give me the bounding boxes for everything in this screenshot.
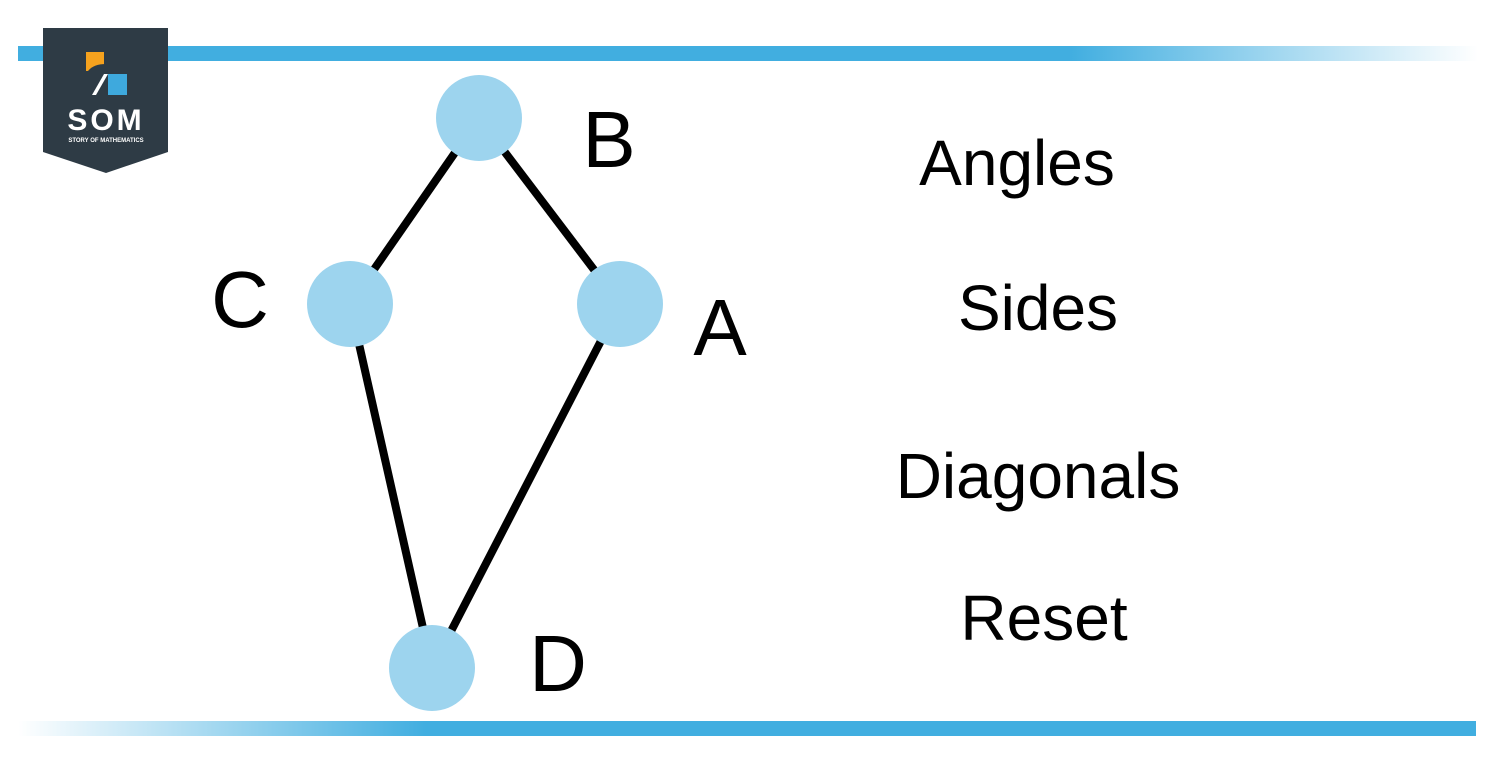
- vertex-d[interactable]: [389, 625, 475, 711]
- logo-name: SOM: [67, 104, 144, 137]
- som-logo-icon: [86, 52, 127, 95]
- diagram-vertices: [307, 75, 663, 711]
- logo-badge-shape: [43, 28, 168, 173]
- top-accent-bar: [18, 46, 1478, 61]
- vertex-label-b: B: [582, 95, 635, 184]
- diagram-vertex-labels: A B C D: [211, 95, 747, 708]
- reset-button[interactable]: Reset: [960, 582, 1127, 654]
- vertex-label-a: A: [693, 283, 747, 372]
- diagonals-button[interactable]: Diagonals: [896, 440, 1181, 512]
- vertex-label-c: C: [211, 255, 269, 344]
- som-logo: SOM STORY OF MATHEMATICS: [43, 28, 168, 173]
- vertex-b[interactable]: [436, 75, 522, 161]
- logo-subtitle: STORY OF MATHEMATICS: [68, 138, 143, 144]
- diagram-edges: [346, 115, 624, 670]
- menu: Angles Sides Diagonals Reset: [896, 127, 1181, 654]
- vertex-a[interactable]: [577, 261, 663, 347]
- edge-ad: [428, 302, 624, 670]
- vertex-label-d: D: [529, 619, 587, 708]
- vertex-c[interactable]: [307, 261, 393, 347]
- bottom-accent-bar: [18, 721, 1476, 736]
- sides-button[interactable]: Sides: [958, 272, 1118, 344]
- edge-cd: [346, 303, 436, 669]
- angles-button[interactable]: Angles: [919, 127, 1115, 199]
